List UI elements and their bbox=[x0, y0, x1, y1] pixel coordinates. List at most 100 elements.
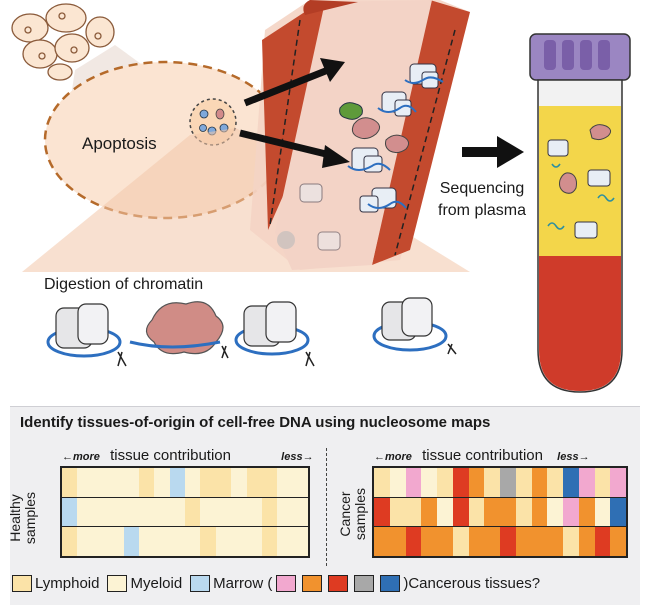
legend-label-lymphoid: Lymphoid bbox=[35, 574, 100, 592]
cancer-heatmap-cell bbox=[421, 468, 437, 497]
healthy-heatmap-cell bbox=[108, 497, 124, 527]
cancer-heatmap-cell bbox=[374, 468, 390, 497]
release-arrow-1 bbox=[243, 58, 345, 107]
cancer-heatmap-cell bbox=[389, 497, 406, 527]
cancer-heatmap-cell bbox=[437, 468, 453, 497]
healthy-heatmap-cell bbox=[62, 527, 78, 556]
healthy-heatmap-cell bbox=[292, 527, 308, 556]
cancer-heatmap-cell bbox=[531, 497, 548, 527]
cancer-heatmap-cell bbox=[452, 497, 469, 527]
healthy-heatmap-cell bbox=[154, 468, 170, 497]
healthy-heatmap-cell bbox=[77, 527, 93, 556]
cancer-heatmap-cell bbox=[468, 468, 485, 497]
cancer-heatmap-cell bbox=[610, 497, 626, 527]
cancer-heatmap-cell bbox=[389, 527, 406, 556]
cancer-heatmap-cell bbox=[515, 527, 532, 556]
cancer-heatmap-cell bbox=[405, 497, 422, 527]
cancer-heatmap-cell bbox=[500, 497, 516, 527]
healthy-heatmap-cell bbox=[138, 497, 155, 527]
healthy-heatmap-cell bbox=[77, 497, 93, 527]
healthy-heatmap-cell bbox=[169, 468, 185, 497]
legend-label-marrow: Marrow ( bbox=[213, 574, 273, 592]
cancer-heatmap bbox=[372, 466, 628, 558]
healthy-heatmap-cell bbox=[231, 527, 247, 556]
cancer-heatmap-cell bbox=[389, 468, 406, 497]
cancer-samples-label: Cancer samples bbox=[337, 482, 370, 546]
healthy-heatmap-cell bbox=[246, 497, 262, 527]
healthy-heatmap-cell bbox=[231, 468, 247, 497]
nucleosome-digested-1 bbox=[46, 303, 127, 367]
healthy-heatmap-cell bbox=[277, 468, 293, 497]
cell-free-dna-diagram bbox=[11, 0, 631, 393]
cancer-more-label: ←more bbox=[374, 451, 412, 463]
legend-swatch-cancer-pink bbox=[276, 574, 297, 592]
cancer-heatmap-cell bbox=[531, 527, 548, 556]
healthy-heatmap-cell bbox=[292, 497, 308, 527]
cancer-heatmap-cell bbox=[610, 468, 626, 497]
digestion-label: Digestion of chromatin bbox=[44, 276, 204, 293]
nucleosome-digested-3 bbox=[372, 297, 457, 355]
healthy-heatmap-cell bbox=[215, 468, 232, 497]
healthy-heatmap-cell bbox=[185, 527, 201, 556]
cancer-heatmap-cell bbox=[547, 468, 563, 497]
cancer-heatmap-cell bbox=[405, 527, 422, 556]
legend-label-myeloid: Myeloid bbox=[130, 574, 183, 592]
cancer-heatmap-cell bbox=[452, 527, 469, 556]
nucleosome-digested-2 bbox=[234, 301, 315, 367]
cancer-heatmap-cell bbox=[421, 527, 437, 556]
healthy-heatmap-cell bbox=[231, 497, 247, 527]
legend-label-cancerous: )Cancerous tissues? bbox=[403, 574, 541, 592]
healthy-label-line-2: samples bbox=[22, 491, 38, 545]
sequencing-label-line-1: Sequencing bbox=[439, 180, 525, 197]
cancer-heatmap-cell bbox=[374, 497, 390, 527]
healthy-heatmap-cell bbox=[62, 497, 78, 527]
healthy-heatmap-cell bbox=[277, 497, 293, 527]
healthy-heatmap-cell bbox=[123, 527, 139, 556]
tissue-cells bbox=[11, 3, 115, 81]
healthy-heatmap-cell bbox=[185, 468, 201, 497]
cancer-heatmap-cell bbox=[468, 527, 485, 556]
healthy-heatmap-cell bbox=[108, 527, 124, 556]
cancer-heatmap-cell bbox=[437, 527, 453, 556]
healthy-samples-label: Healthy samples bbox=[7, 486, 40, 550]
sequencing-label-line-2: from plasma bbox=[438, 202, 527, 219]
cancer-label-line-2: samples bbox=[352, 487, 368, 541]
release-arrow-2 bbox=[239, 129, 350, 168]
healthy-heatmap-cell bbox=[138, 468, 155, 497]
healthy-label-line-1: Healthy bbox=[7, 494, 23, 542]
cancer-contribution-label: tissue contribution bbox=[422, 447, 543, 464]
cancer-heatmap-cell bbox=[484, 468, 500, 497]
cancer-heatmap-cell bbox=[484, 497, 500, 527]
blood-tube bbox=[529, 33, 631, 393]
healthy-heatmap-cell bbox=[138, 527, 155, 556]
healthy-heatmap-cell bbox=[123, 468, 139, 497]
cancer-heatmap-cell bbox=[468, 497, 485, 527]
cancer-heatmap-cell bbox=[594, 468, 611, 497]
healthy-contribution-label: tissue contribution bbox=[110, 447, 231, 464]
panel-title: Identify tissues-of-origin of cell-free … bbox=[20, 414, 491, 431]
protein-fragment bbox=[129, 301, 229, 359]
cancer-heatmap-cell bbox=[578, 497, 595, 527]
cancer-heatmap-cell bbox=[578, 468, 595, 497]
healthy-heatmap-cell bbox=[169, 497, 185, 527]
cancer-heatmap-cell bbox=[405, 468, 422, 497]
healthy-heatmap-cell bbox=[246, 468, 262, 497]
healthy-heatmap-cell bbox=[261, 527, 278, 556]
legend-swatch-cancer-orange bbox=[302, 574, 323, 592]
healthy-heatmap-cell bbox=[62, 468, 78, 497]
healthy-heatmap-cell bbox=[277, 527, 293, 556]
cancer-heatmap-cell bbox=[547, 527, 563, 556]
healthy-heatmap-cell bbox=[108, 468, 124, 497]
cancer-heatmap-cell bbox=[610, 527, 626, 556]
healthy-heatmap-cell bbox=[185, 497, 201, 527]
healthy-heatmap-cell bbox=[92, 468, 109, 497]
cancer-heatmap-cell bbox=[500, 527, 516, 556]
healthy-heatmap-cell bbox=[261, 497, 278, 527]
healthy-heatmap-cell bbox=[92, 527, 109, 556]
legend-swatch-cancer-blue bbox=[380, 574, 401, 592]
cancer-heatmap-cell bbox=[437, 497, 453, 527]
apoptosis-label: Apoptosis bbox=[82, 134, 157, 153]
cancer-heatmap-cell bbox=[484, 527, 500, 556]
cancer-label-line-1: Cancer bbox=[337, 491, 353, 537]
cancer-heatmap-cell bbox=[563, 497, 579, 527]
